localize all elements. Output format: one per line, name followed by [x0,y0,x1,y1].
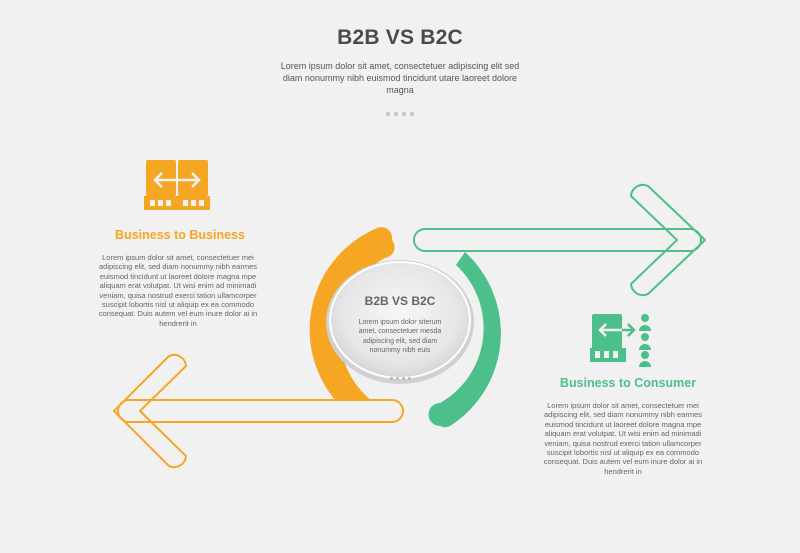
page-title: B2B VS B2C [337,26,463,49]
b2c-body: Lorem ipsum dolor sit amet, consectetuer… [543,401,703,476]
b2b-heading: Business to Business [115,228,245,242]
left-arrow [113,353,404,469]
building-exchange-icon-graphic [144,160,210,210]
business-to-consumer-icon [590,314,652,367]
green-arc [428,252,501,428]
business-to-consumer-icon-graphic [590,314,651,367]
center-title: B2B VS B2C [364,294,436,308]
right-arrow [413,183,706,297]
building-exchange-icon [144,160,210,210]
header-dots [0,103,800,121]
center-dots [350,367,450,385]
page-subtitle: Lorem ipsum dolor sit amet, consectetuer… [280,61,520,95]
b2b-body: Lorem ipsum dolor sit amet, consectetuer… [98,253,258,328]
orange-arc [309,227,395,401]
center-body: Lorem ipsum dolor siterum amet, consecte… [358,319,442,355]
b2c-heading: Business to Consumer [559,376,697,390]
